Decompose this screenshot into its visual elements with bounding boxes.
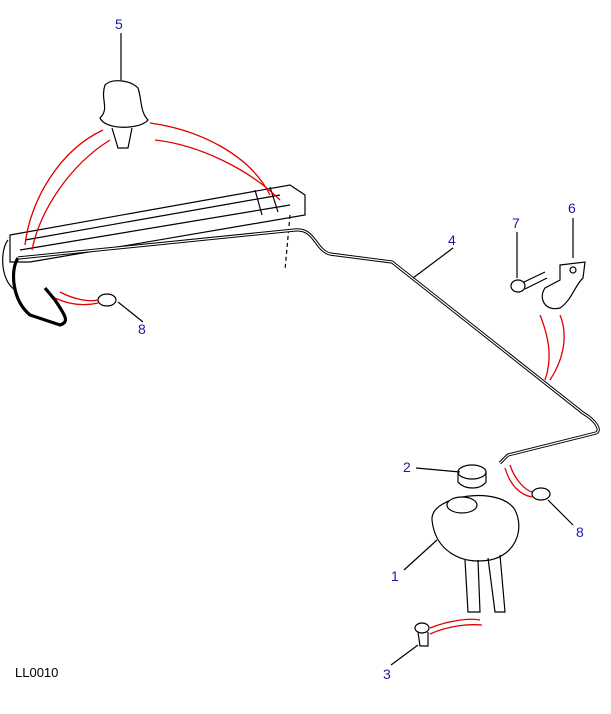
callout-6: 6 — [568, 200, 576, 216]
clip-part — [99, 80, 149, 149]
callout-2: 2 — [403, 459, 411, 475]
hose-clip-part — [97, 293, 117, 307]
hose-clip-part — [531, 487, 551, 501]
callout-3: 3 — [383, 666, 391, 682]
pipe-clip-part — [541, 261, 586, 310]
callout-1: 1 — [391, 568, 399, 584]
leader-curves — [24, 122, 565, 635]
overflow-pipe — [11, 228, 600, 465]
callout-8: 8 — [576, 524, 584, 540]
bolt-part — [414, 622, 430, 647]
filler-cap-part — [457, 464, 487, 489]
radiator — [2, 184, 306, 291]
expansion-tank-part — [431, 494, 520, 613]
callout-7: 7 — [512, 215, 520, 231]
callout-4: 4 — [448, 232, 456, 248]
screw-part — [510, 271, 548, 293]
diagram-reference-code: LL0010 — [15, 665, 59, 680]
callout-8: 8 — [138, 321, 146, 337]
callout-5: 5 — [115, 16, 123, 32]
